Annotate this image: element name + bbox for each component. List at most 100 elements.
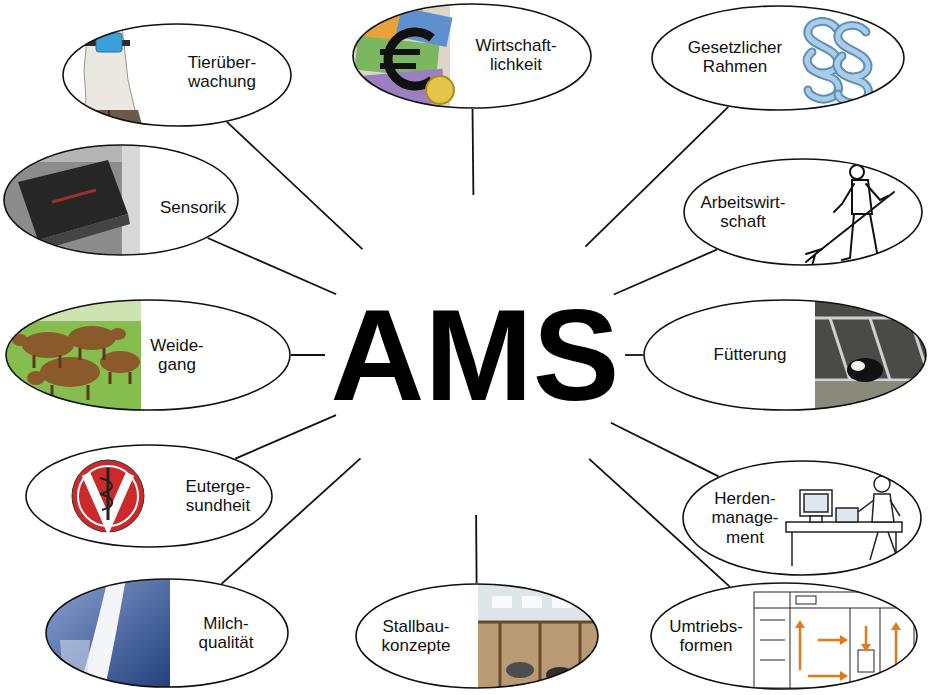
- farmer-figure-part: [866, 184, 888, 200]
- floor-plan-part-part: [760, 640, 785, 641]
- ellipse-outline: [683, 158, 923, 266]
- floor-plan-part-part: [858, 650, 874, 672]
- money-picture-part: [380, 49, 420, 55]
- topic-text: Herden- manage- ment: [711, 489, 778, 546]
- pasture-picture-part: [12, 326, 140, 387]
- floor-plan-part-part: [891, 622, 901, 630]
- barn-picture: [478, 580, 608, 695]
- ellipse-border: [683, 461, 921, 575]
- floor-plan-part-part: [790, 592, 791, 688]
- pasture-picture-part-part: [109, 372, 112, 384]
- udder-health-logo-part: [100, 478, 112, 510]
- office-drawing-part: [791, 532, 793, 566]
- connector-line: [227, 122, 363, 249]
- ellipse-border: [6, 300, 290, 410]
- floor-plan-part-part: [760, 620, 785, 621]
- text-stack: Tierüber- wachung: [188, 53, 256, 91]
- pasture-picture-part: [34, 348, 130, 400]
- text-stack: Milch- qualität: [199, 614, 254, 652]
- office-drawing-part: [858, 500, 900, 516]
- pasture-picture-part-part: [129, 372, 132, 384]
- feeding-picture-part-part: [815, 317, 931, 320]
- topic-ellipse: Milch- qualität: [45, 578, 289, 688]
- topic-ellipse: Umtriebs- formen: [650, 582, 918, 690]
- connector-line: [208, 238, 337, 294]
- pasture-picture-part: [0, 295, 141, 415]
- pasture-picture-part-part: [79, 348, 82, 360]
- office-drawing-part: [786, 522, 902, 532]
- ellipse-border: [353, 4, 591, 108]
- barn-picture-part: [492, 596, 512, 608]
- money-picture-part: [388, 32, 432, 86]
- topic-text: Stallbau- konzepte: [382, 617, 451, 655]
- paragraph-symbol: [807, 21, 868, 103]
- topic-text: Sensorik: [160, 198, 226, 217]
- office-drawing-part: [800, 490, 832, 516]
- topic-text: Umtriebs- formen: [669, 617, 743, 655]
- ellipse-border: [63, 24, 291, 126]
- ellipse-border: [652, 6, 904, 110]
- udder-health-logo-part: [72, 460, 144, 532]
- ellipse-outline: [651, 5, 905, 111]
- text-stack: Herden- manage- ment: [711, 489, 778, 546]
- feeding-picture-part: [815, 382, 931, 417]
- ellipse-border: [356, 584, 598, 688]
- topic-ellipse: Herden- manage- ment: [682, 460, 922, 576]
- farmer-figure-part: [850, 165, 864, 179]
- floor-plan-part-part: [840, 635, 848, 645]
- barn-picture-part: [478, 580, 608, 695]
- hoof-picture-part: [108, 110, 110, 128]
- office-drawing-part: [836, 508, 858, 522]
- feeding-picture-part-part: [830, 318, 850, 380]
- money-picture: [350, 0, 454, 112]
- pasture-picture-part-part: [87, 385, 90, 400]
- pasture-picture-part-part: [59, 355, 62, 368]
- barn-picture-part: [506, 662, 534, 678]
- connector-line: [589, 459, 730, 587]
- feeding-picture-part: [851, 361, 865, 371]
- milk-picture: [40, 575, 170, 695]
- floor-plan-part-part: [840, 671, 848, 681]
- office-drawing: [786, 476, 902, 566]
- floor-plan-part-part: [754, 608, 914, 609]
- floor-plan-part-part: [880, 608, 881, 688]
- milk-picture-part: [78, 578, 126, 692]
- connector-line: [475, 515, 477, 583]
- office-drawing-part: [870, 532, 898, 560]
- pasture-picture-part-part: [51, 385, 54, 400]
- sensor-picture-part: [0, 140, 140, 260]
- topic-ellipse: Weide- gang: [5, 299, 291, 411]
- text-stack: Stallbau- konzepte: [382, 617, 451, 655]
- topic-text: Weide- gang: [150, 336, 204, 374]
- floor-plan-part-part: [865, 626, 868, 644]
- floor-plan-part-part: [796, 596, 816, 604]
- pasture-picture-part-part: [40, 357, 100, 387]
- text-stack: Weide- gang: [150, 336, 204, 374]
- farmer-figure-part: [842, 214, 854, 260]
- topic-text: Milch- qualität: [199, 614, 254, 652]
- topic-text: Wirtschaft- lichkeit: [475, 36, 556, 74]
- floor-plan-part-part: [799, 628, 802, 670]
- floor-plan-part-part: [808, 675, 840, 678]
- ellipse-border: [651, 583, 917, 689]
- floor-plan-part: [754, 592, 914, 688]
- floor-plan-part-part: [850, 608, 851, 688]
- topic-ellipse: Euterge- sundheit: [25, 444, 273, 548]
- ellipse-border: [4, 145, 238, 255]
- ellipse-border: [26, 445, 272, 547]
- milk-picture-part: [40, 575, 170, 695]
- barn-picture-part-part: [499, 622, 502, 692]
- office-drawing-part: [810, 516, 822, 522]
- floor-plan-part-part: [754, 592, 914, 688]
- connector-line: [235, 415, 336, 459]
- hoof-picture-part: [75, 110, 143, 128]
- pasture-picture-part-part: [103, 348, 106, 360]
- text-stack: Sensorik: [160, 198, 226, 217]
- topic-ellipse: Fütterung: [643, 299, 927, 411]
- office-drawing-part: [804, 494, 828, 512]
- connector-line: [625, 354, 643, 356]
- barn-picture-part-part: [579, 622, 582, 692]
- money-picture-part: [426, 76, 454, 104]
- office-drawing-part: [872, 494, 894, 522]
